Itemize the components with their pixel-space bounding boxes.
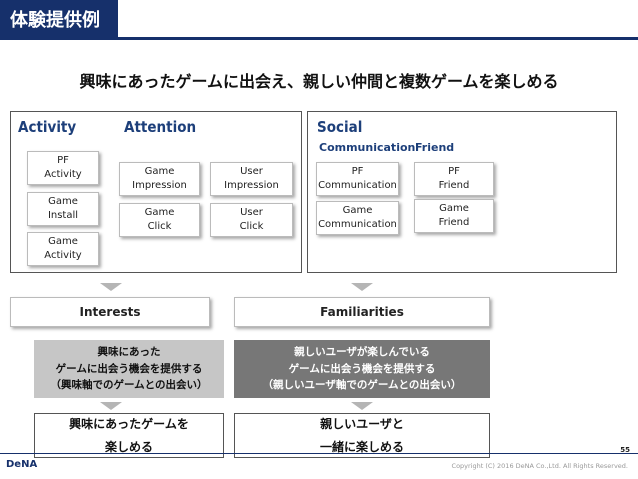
arrow-down-icon <box>100 283 122 291</box>
footer-rule <box>0 453 638 454</box>
game-communication-box: Game Communication <box>316 201 399 235</box>
familiarity-outcome: 親しいユーザと 一緒に楽しめる <box>234 413 490 458</box>
arrow-down-icon <box>351 283 373 291</box>
communication-label: Communication <box>319 141 416 154</box>
pf-friend-box: PF Friend <box>414 162 494 196</box>
interest-description: 興味にあった ゲームに出会う機会を提供する （興味軸でのゲームとの出会い） <box>34 340 224 398</box>
user-click-box: User Click <box>210 203 293 237</box>
familiarities-box: Familiarities <box>234 297 490 327</box>
game-activity-box: Game Activity <box>27 232 99 266</box>
interests-box: Interests <box>10 297 210 327</box>
copyright-text: Copyright (C) 2016 DeNA Co.,Ltd. All Rig… <box>451 462 628 470</box>
attention-title: Attention <box>124 118 197 136</box>
page-number: 55 <box>620 446 630 454</box>
familiarity-description: 親しいユーザが楽しんでいる ゲームに出会う機会を提供する （親しいユーザ軸でのゲ… <box>234 340 490 398</box>
interest-outcome: 興味にあったゲームを 楽しめる <box>34 413 224 458</box>
pf-activity-box: PF Activity <box>27 151 99 185</box>
social-title: Social <box>317 118 363 136</box>
game-click-box: Game Click <box>119 203 200 237</box>
slide-title: 体験提供例 <box>0 0 118 37</box>
friend-label: Friend <box>415 141 455 154</box>
user-impression-box: User Impression <box>210 162 293 196</box>
arrow-down-icon <box>351 402 373 410</box>
pf-communication-box: PF Communication <box>316 162 399 196</box>
dena-logo: DeNA <box>6 459 38 470</box>
game-install-box: Game Install <box>27 192 99 226</box>
game-friend-box: Game Friend <box>414 199 494 233</box>
headline: 興味にあったゲームに出会え、親しい仲間と複数ゲームを楽しめる <box>79 72 559 91</box>
activity-title: Activity <box>18 118 77 136</box>
title-rule <box>0 37 638 40</box>
arrow-down-icon <box>100 402 122 410</box>
game-impression-box: Game Impression <box>119 162 200 196</box>
